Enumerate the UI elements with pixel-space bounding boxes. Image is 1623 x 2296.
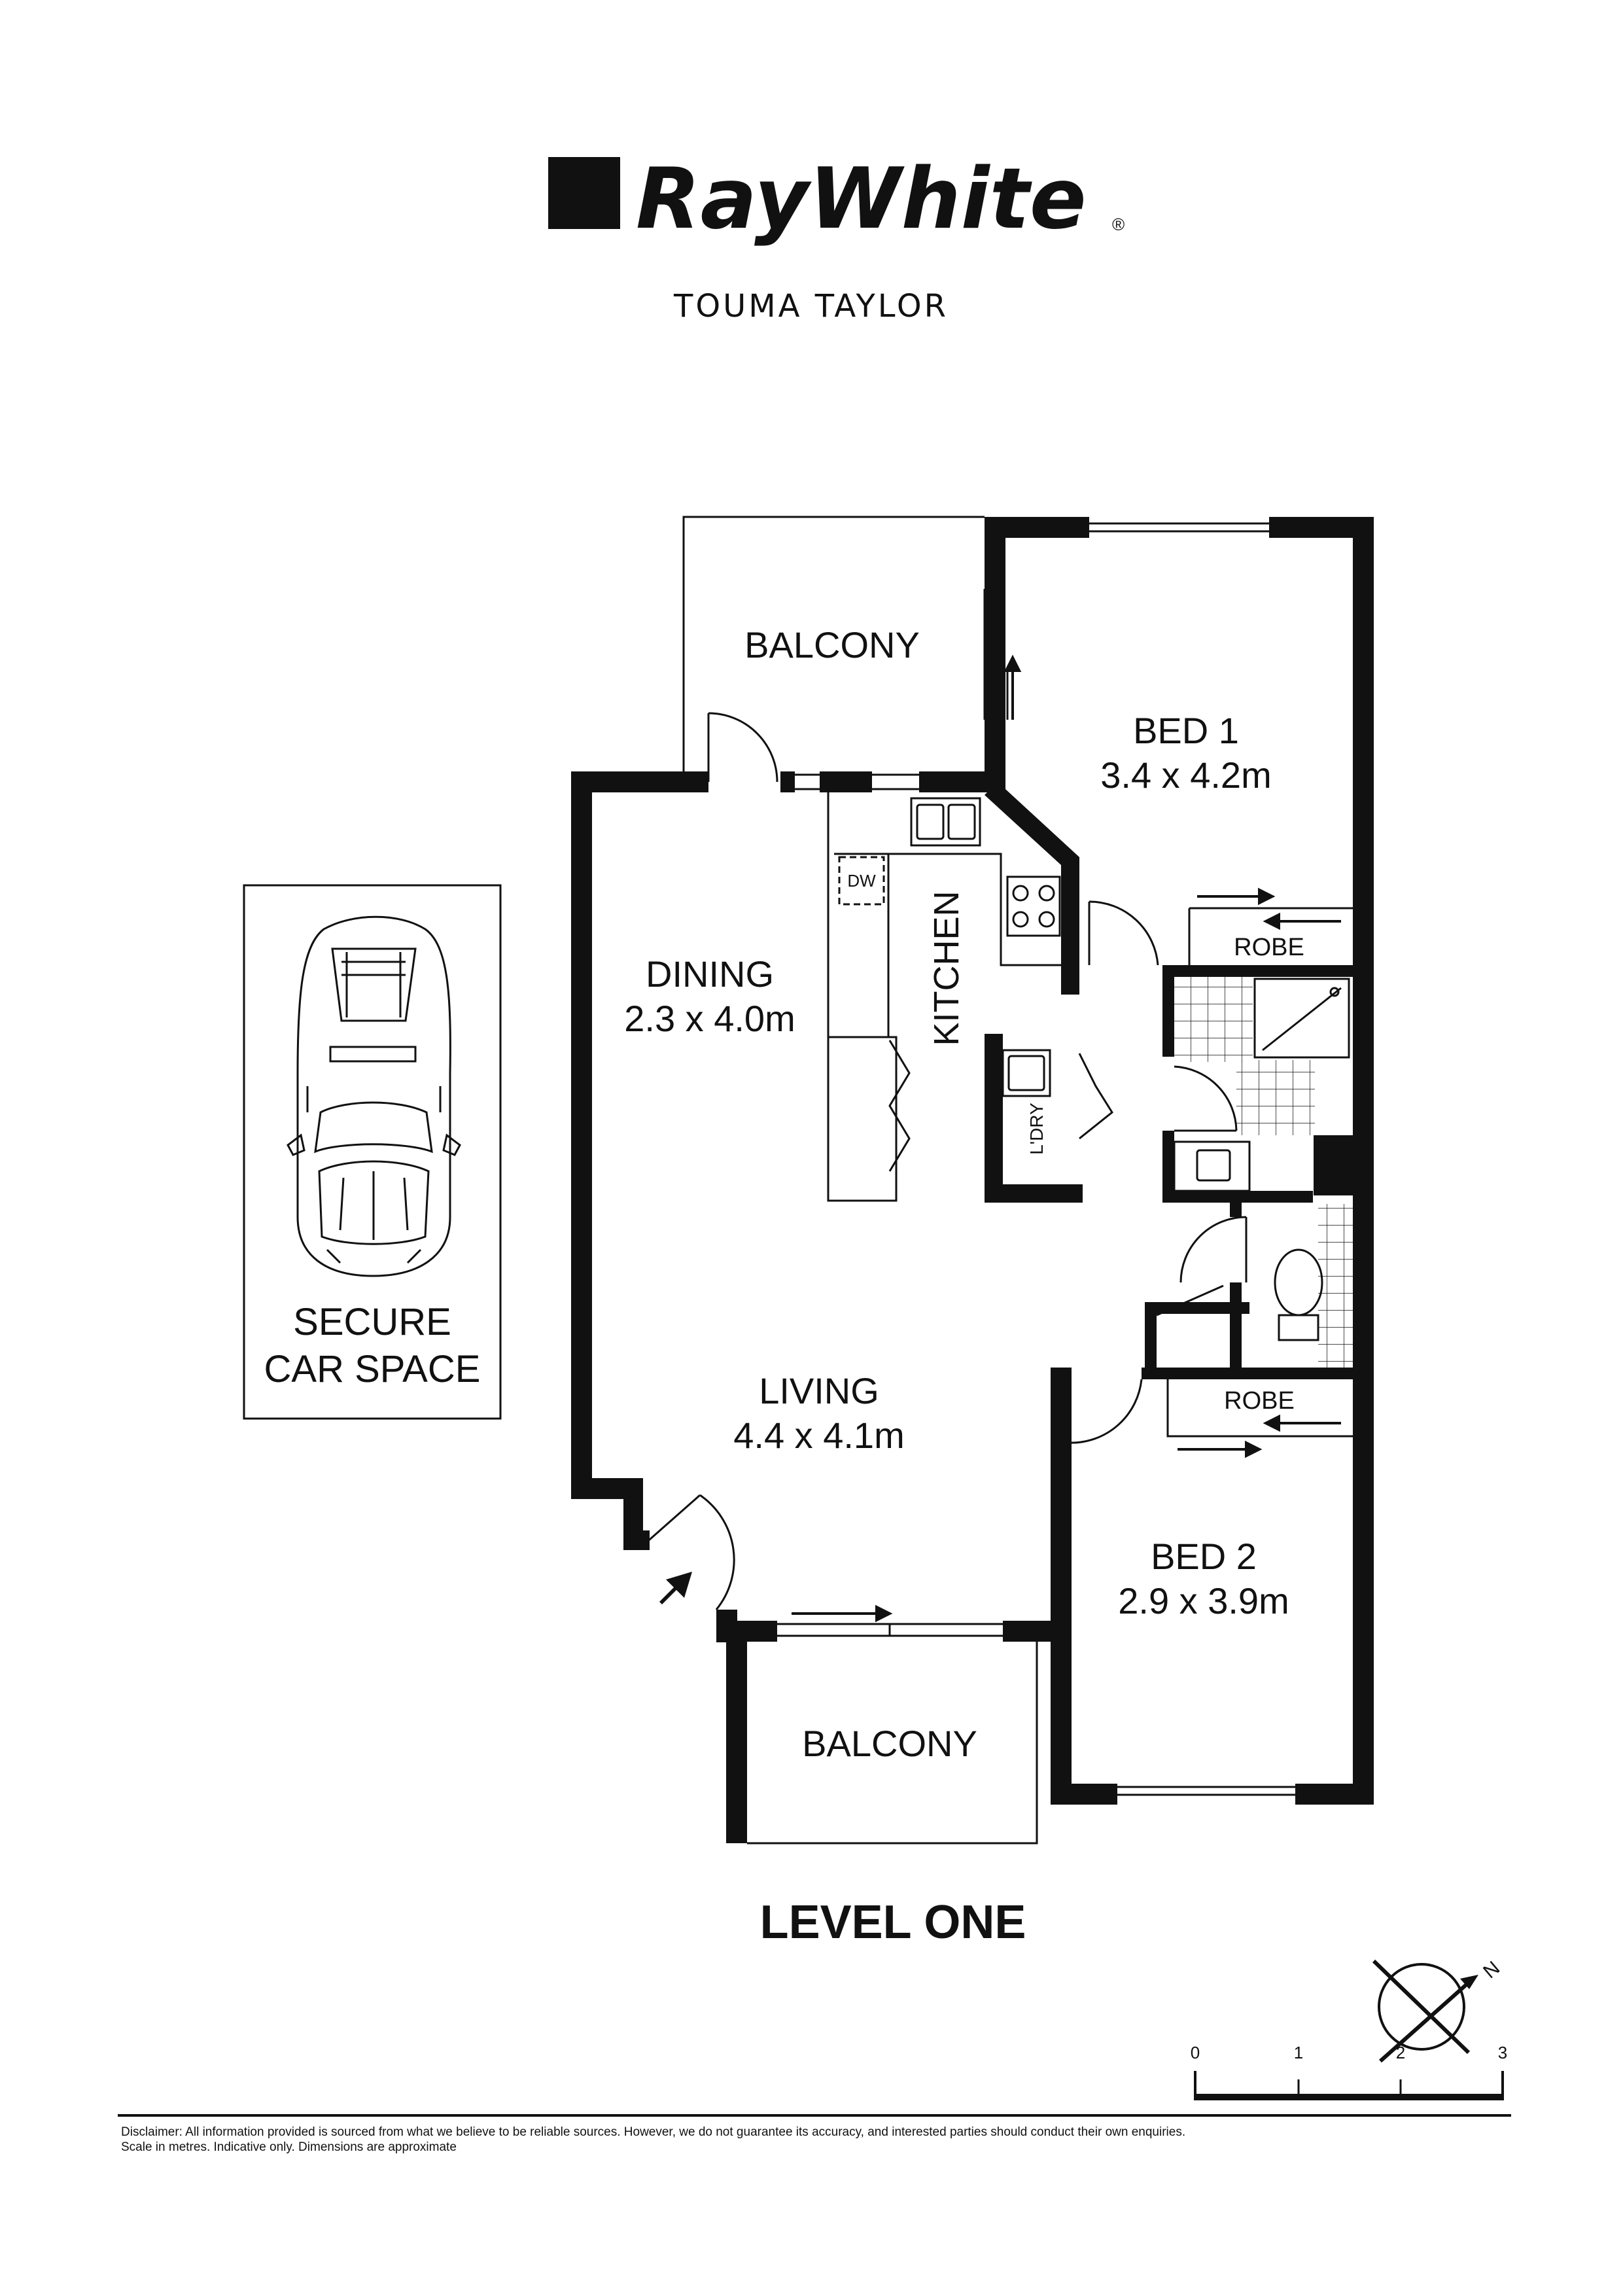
exterior-walls — [571, 517, 1374, 1843]
scale-bar: 0 1 2 3 — [1191, 2043, 1507, 2100]
scale-tick-3: 3 — [1498, 2043, 1507, 2062]
brand-logo: RayWhite ® — [548, 150, 1125, 248]
doors — [644, 712, 1248, 1610]
bed1-size: 3.4 x 4.2m — [1100, 754, 1271, 796]
bathroom-tiles-b — [1236, 1060, 1315, 1135]
balcony-top-label: BALCONY — [744, 624, 920, 665]
dining-size: 2.3 x 4.0m — [624, 998, 795, 1039]
kitchen-label: KITCHEN — [927, 891, 966, 1046]
bed2-size: 2.9 x 3.9m — [1118, 1580, 1289, 1621]
vanity-icon — [1173, 1140, 1251, 1192]
bed1-label: BED 1 — [1133, 710, 1239, 751]
car-space: SECURE CAR SPACE — [243, 884, 502, 1420]
robe2-label: ROBE — [1224, 1387, 1295, 1415]
living-size: 4.4 x 4.1m — [733, 1415, 904, 1456]
bed2-label: BED 2 — [1151, 1536, 1257, 1577]
office-name: TOUMA TAYLOR — [673, 288, 949, 325]
disclaimer-line1: Disclaimer: All information provided is … — [121, 2125, 1185, 2139]
kitchen-sink-icon — [910, 797, 981, 847]
laundry-label: L'DRY — [1026, 1103, 1047, 1155]
fixtures: DW — [838, 797, 1350, 1341]
dining-label: DINING — [646, 953, 774, 995]
level-title: LEVEL ONE — [760, 1896, 1026, 1949]
slide-arrows — [792, 654, 1341, 1623]
dishwasher-label: DW — [847, 871, 876, 891]
disclaimer-line2: Scale in metres. Indicative only. Dimens… — [121, 2140, 457, 2154]
shower-icon — [1253, 978, 1350, 1059]
living-label: LIVING — [759, 1370, 879, 1411]
toilet-icon — [1274, 1248, 1323, 1341]
car-icon — [287, 915, 461, 1277]
registered-mark: ® — [1112, 215, 1125, 234]
dishwasher-icon — [838, 856, 885, 906]
bathroom-tiles-a — [1174, 977, 1253, 1062]
car-space-label-line1: SECURE — [293, 1301, 451, 1343]
cooktop-icon — [1006, 875, 1061, 937]
thin-lines — [682, 516, 1353, 1845]
scale-tick-1: 1 — [1294, 2043, 1303, 2062]
laundry-tub-icon — [1002, 1049, 1051, 1097]
toilet-tiles — [1318, 1204, 1354, 1368]
scale-tick-0: 0 — [1191, 2043, 1200, 2062]
logo-square — [548, 157, 620, 229]
logo-wordmark: RayWhite — [636, 150, 1087, 248]
car-space-outline — [243, 884, 502, 1420]
interior-walls — [985, 782, 1374, 1382]
car-space-label-line2: CAR SPACE — [264, 1348, 481, 1390]
balcony-bottom-label: BALCONY — [802, 1723, 977, 1764]
compass-icon: N — [1372, 1957, 1504, 2063]
room-labels: BALCONY BED 1 3.4 x 4.2m DINING 2.3 x 4.… — [624, 624, 1304, 1764]
compass-north-label: N — [1479, 1957, 1504, 1983]
robe1-label: ROBE — [1234, 934, 1304, 961]
entry-arrow-icon — [659, 1572, 692, 1604]
scale-tick-2: 2 — [1396, 2043, 1405, 2062]
